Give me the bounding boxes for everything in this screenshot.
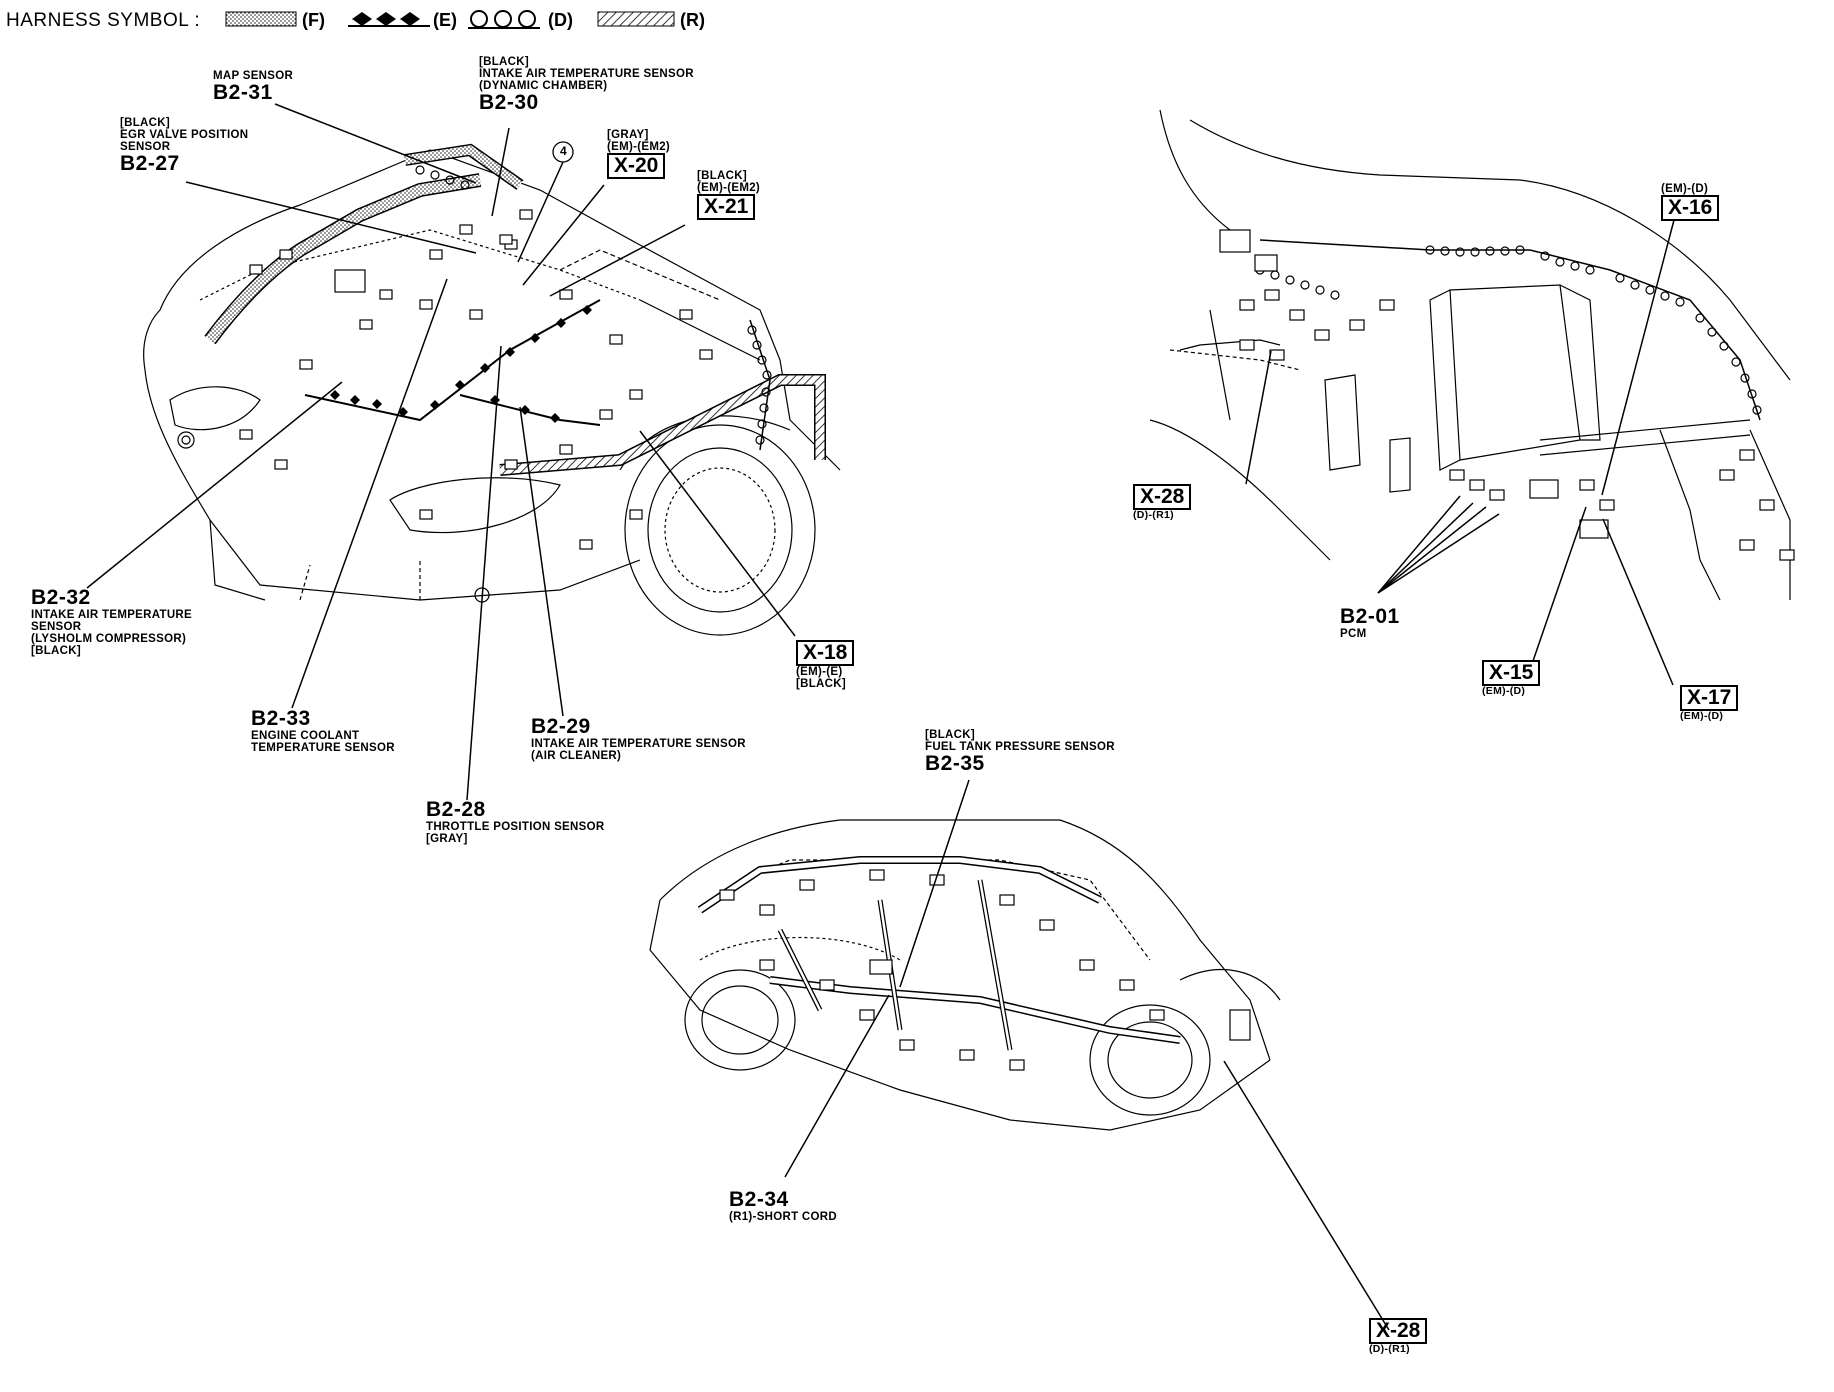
x-21-desc-2: (EM)-(EM2) xyxy=(697,182,761,195)
b2-29-desc-2: (AIR CLEANER) xyxy=(531,750,622,763)
b2-33-desc-1: ENGINE COOLANT xyxy=(251,730,360,743)
vehicle-harness xyxy=(697,856,1251,1071)
b2-28-desc-1: THROTTLE POSITION SENSOR xyxy=(426,821,605,834)
x-28-vehicle-code: X-28 xyxy=(1369,1318,1428,1345)
connector-b2-32: B2-32 INTAKE AIR TEMPERATURE SENSOR (LYS… xyxy=(31,586,192,658)
x-20-desc-2: (EM)-(EM2) xyxy=(607,141,671,154)
connector-x-28-dashboard: X-28 (D)-(R1) xyxy=(1133,484,1192,522)
x-21-desc-1: [BLACK] xyxy=(697,170,748,182)
connector-x-21: [BLACK] (EM)-(EM2) X-21 xyxy=(697,170,761,221)
b2-31-desc-1: MAP SENSOR xyxy=(213,70,294,82)
b2-01-desc-1: PCM xyxy=(1340,628,1367,641)
x-28-dashboard-desc-1: (D)-(R1) xyxy=(1133,509,1174,522)
b2-32-desc-3: (LYSHOLM COMPRESSOR) xyxy=(31,633,187,646)
x-18-desc-1: (EM)-(E) xyxy=(796,666,843,679)
b2-35-desc-2: FUEL TANK PRESSURE SENSOR xyxy=(925,741,1115,754)
connector-b2-29: B2-29 INTAKE AIR TEMPERATURE SENSOR (AIR… xyxy=(531,715,746,763)
b2-30-desc-1: [BLACK] xyxy=(479,56,530,68)
b2-32-desc-4: [BLACK] xyxy=(31,645,82,658)
connector-b2-27: [BLACK] EGR VALVE POSITION SENSOR B2-27 xyxy=(120,117,248,175)
b2-27-desc-2: EGR VALVE POSITION xyxy=(120,129,249,142)
b2-27-code: B2-27 xyxy=(120,152,180,176)
b2-35-desc-1: [BLACK] xyxy=(925,729,976,741)
legend-symbols xyxy=(225,10,675,29)
x-20-code: X-20 xyxy=(607,153,666,180)
x-18-desc-2: [BLACK] xyxy=(796,678,847,691)
x-16-code: X-16 xyxy=(1661,195,1720,222)
x-20-desc-1: [GRAY] xyxy=(607,129,649,141)
legend-r-swatch xyxy=(597,11,675,27)
b2-27-desc-1: [BLACK] xyxy=(120,117,171,129)
x-17-desc-1: (EM)-(D) xyxy=(1680,710,1724,723)
connector-b2-01: B2-01 PCM xyxy=(1340,605,1400,641)
connector-x-16: (EM)-(D) X-16 xyxy=(1661,183,1720,222)
connector-b2-28: B2-28 THROTTLE POSITION SENSOR [GRAY] xyxy=(426,798,605,846)
leader-lines xyxy=(86,103,1675,1331)
legend-title: HARNESS SYMBOL : xyxy=(6,10,201,31)
b2-30-code: B2-30 xyxy=(479,91,539,115)
b2-32-code: B2-32 xyxy=(31,586,91,609)
x-28-dashboard-code: X-28 xyxy=(1133,484,1192,511)
b2-30-desc-3: (DYNAMIC CHAMBER) xyxy=(479,80,608,93)
circle-4-number: 4 xyxy=(560,144,567,158)
connector-b2-30: [BLACK] INTAKE AIR TEMPERATURE SENSOR (D… xyxy=(479,56,694,114)
legend-d-label: (D) xyxy=(548,10,573,30)
dashboard-drawing xyxy=(1149,109,1791,601)
dashboard-harness xyxy=(1219,229,1795,561)
b2-34-desc-1: (R1)-SHORT CORD xyxy=(729,1211,837,1224)
connector-b2-31: MAP SENSOR B2-31 xyxy=(213,70,293,104)
connector-b2-35: [BLACK] FUEL TANK PRESSURE SENSOR B2-35 xyxy=(925,729,1115,775)
b2-29-desc-1: INTAKE AIR TEMPERATURE SENSOR xyxy=(531,738,746,751)
x-21-code: X-21 xyxy=(697,194,756,221)
b2-31-code: B2-31 xyxy=(213,81,273,105)
connector-x-18: X-18 (EM)-(E) [BLACK] xyxy=(796,640,855,691)
x-15-desc-1: (EM)-(D) xyxy=(1482,685,1526,698)
b2-30-desc-2: INTAKE AIR TEMPERATURE SENSOR xyxy=(479,68,694,81)
b2-35-code: B2-35 xyxy=(925,752,985,776)
legend-e-label: (E) xyxy=(433,10,457,30)
legend-d-swatch xyxy=(468,10,540,29)
connector-x-15: X-15 (EM)-(D) xyxy=(1482,660,1541,698)
x-28-vehicle-desc-1: (D)-(R1) xyxy=(1369,1343,1410,1356)
vehicle-drawing xyxy=(649,819,1281,1131)
legend-e-swatch xyxy=(348,12,430,27)
b2-32-desc-1: INTAKE AIR TEMPERATURE xyxy=(31,609,192,622)
b2-33-desc-2: TEMPERATURE SENSOR xyxy=(251,742,395,755)
x-18-code: X-18 xyxy=(796,640,855,667)
b2-34-code: B2-34 xyxy=(729,1188,789,1211)
b2-27-desc-3: SENSOR xyxy=(120,141,171,154)
connector-x-17: X-17 (EM)-(D) xyxy=(1680,685,1739,723)
b2-33-code: B2-33 xyxy=(251,707,311,730)
b2-01-code: B2-01 xyxy=(1340,605,1400,628)
engine-bay-harness xyxy=(204,141,826,550)
x-15-code: X-15 xyxy=(1482,660,1541,687)
x-16-desc-1: (EM)-(D) xyxy=(1661,183,1709,195)
legend-r-label: (R) xyxy=(680,10,705,30)
connector-b2-34: B2-34 (R1)-SHORT CORD xyxy=(729,1188,837,1224)
b2-29-code: B2-29 xyxy=(531,715,591,738)
legend-f-swatch xyxy=(225,11,297,27)
engine-bay-drawing xyxy=(143,149,841,636)
connector-x-28-vehicle: X-28 (D)-(R1) xyxy=(1369,1318,1428,1356)
x-17-code: X-17 xyxy=(1680,685,1739,712)
b2-28-code: B2-28 xyxy=(426,798,486,821)
b2-32-desc-2: SENSOR xyxy=(31,621,82,634)
legend-f-label: (F) xyxy=(302,10,325,30)
b2-28-desc-2: [GRAY] xyxy=(426,833,468,846)
connector-x-20: [GRAY] (EM)-(EM2) X-20 xyxy=(607,129,671,180)
connector-b2-33: B2-33 ENGINE COOLANT TEMPERATURE SENSOR xyxy=(251,707,395,755)
